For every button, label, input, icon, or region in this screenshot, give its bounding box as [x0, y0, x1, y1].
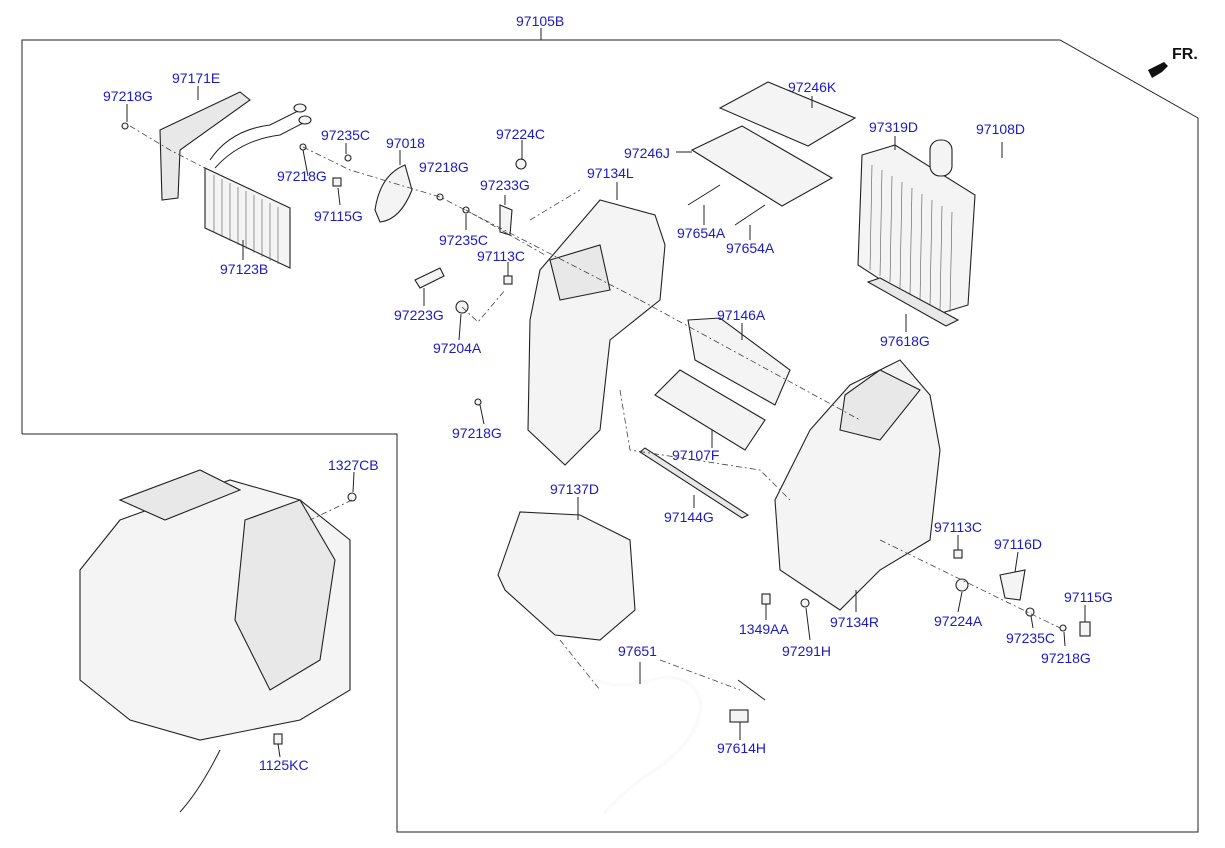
- part-label-1125KC[interactable]: 1125KC: [259, 757, 309, 773]
- sensor-part: [729, 679, 766, 723]
- evaporator-part: [857, 139, 976, 316]
- lower-housing-part: [497, 511, 636, 641]
- part-label-97134R[interactable]: 97134R: [830, 614, 880, 630]
- actuator-plate-part: [374, 164, 413, 223]
- part-label-97651[interactable]: 97651: [618, 643, 657, 659]
- part-label-97235C[interactable]: 97235C: [1006, 630, 1056, 646]
- part-label-1327CB[interactable]: 1327CB: [328, 457, 379, 473]
- assembly-outline: [21, 39, 1199, 833]
- part-label-97218G[interactable]: 97218G: [452, 425, 502, 441]
- part-label-97235C[interactable]: 97235C: [439, 232, 489, 248]
- leader-lines: [126, 86, 1086, 758]
- actuator-right-part: [999, 569, 1026, 601]
- part-label-97108D[interactable]: 97108D: [976, 121, 1026, 137]
- part-label-97134L[interactable]: 97134L: [587, 165, 634, 181]
- part-label-97246K[interactable]: 97246K: [788, 79, 837, 95]
- part-label-97113C[interactable]: 97113C: [477, 248, 526, 264]
- part-label-97223G[interactable]: 97223G: [394, 307, 444, 323]
- air-filter-part: [690, 81, 857, 207]
- part-label-97654A[interactable]: 97654A: [677, 225, 726, 241]
- part-label-1349AA[interactable]: 1349AA: [739, 621, 789, 637]
- part-label-97246J[interactable]: 97246J: [624, 145, 670, 161]
- part-label-97614H[interactable]: 97614H: [717, 740, 767, 756]
- part-label-97146A[interactable]: 97146A: [717, 307, 766, 323]
- part-label-97144G[interactable]: 97144G: [664, 509, 714, 525]
- part-label-97291H[interactable]: 97291H: [782, 643, 832, 659]
- part-label-97204A[interactable]: 97204A: [433, 340, 482, 356]
- front-indicator: FR.: [1172, 46, 1198, 63]
- evaporator-seal-part: [866, 277, 960, 327]
- part-label-97319D[interactable]: 97319D: [869, 119, 919, 135]
- drain-hose-inner: [594, 675, 703, 814]
- part-label-97235C[interactable]: 97235C: [321, 127, 371, 143]
- assembly-label: 97105B: [516, 13, 565, 29]
- part-label-97218G[interactable]: 97218G: [103, 88, 153, 104]
- part-label-97123B[interactable]: 97123B: [220, 261, 269, 277]
- heater-core-part: [204, 103, 312, 269]
- alignment-lines: [129, 125, 1061, 691]
- part-label-97218G[interactable]: 97218G: [1041, 650, 1091, 666]
- part-label-97224C[interactable]: 97224C: [496, 126, 546, 142]
- part-label-97654A[interactable]: 97654A: [726, 240, 775, 256]
- temp-door-part: [654, 369, 766, 451]
- part-label-97113C[interactable]: 97113C: [934, 519, 983, 535]
- part-label-97116D[interactable]: 97116D: [994, 536, 1043, 552]
- heater-cover-part: [159, 91, 251, 201]
- part-label-97218G[interactable]: 97218G: [419, 159, 469, 175]
- front-arrow-icon: [1148, 62, 1168, 78]
- part-label-97224A[interactable]: 97224A: [934, 613, 983, 629]
- left-case-part: [527, 199, 666, 466]
- part-label-97018[interactable]: 97018: [386, 135, 425, 151]
- mode-door-part: [687, 317, 791, 406]
- part-label-97618G[interactable]: 97618G: [880, 333, 930, 349]
- seal-strip-part: [639, 447, 750, 519]
- part-label-97115G[interactable]: 97115G: [1064, 589, 1113, 605]
- part-label-97137D[interactable]: 97137D: [550, 481, 600, 497]
- assembled-unit-illustration: [79, 469, 357, 813]
- part-label-97115G[interactable]: 97115G: [314, 208, 363, 224]
- part-label-97171E[interactable]: 97171E: [172, 70, 221, 86]
- right-case-part: [774, 359, 941, 611]
- part-label-97218G[interactable]: 97218G: [277, 168, 327, 184]
- part-label-97233G[interactable]: 97233G: [480, 177, 530, 193]
- part-label-97107F[interactable]: 97107F: [672, 447, 720, 463]
